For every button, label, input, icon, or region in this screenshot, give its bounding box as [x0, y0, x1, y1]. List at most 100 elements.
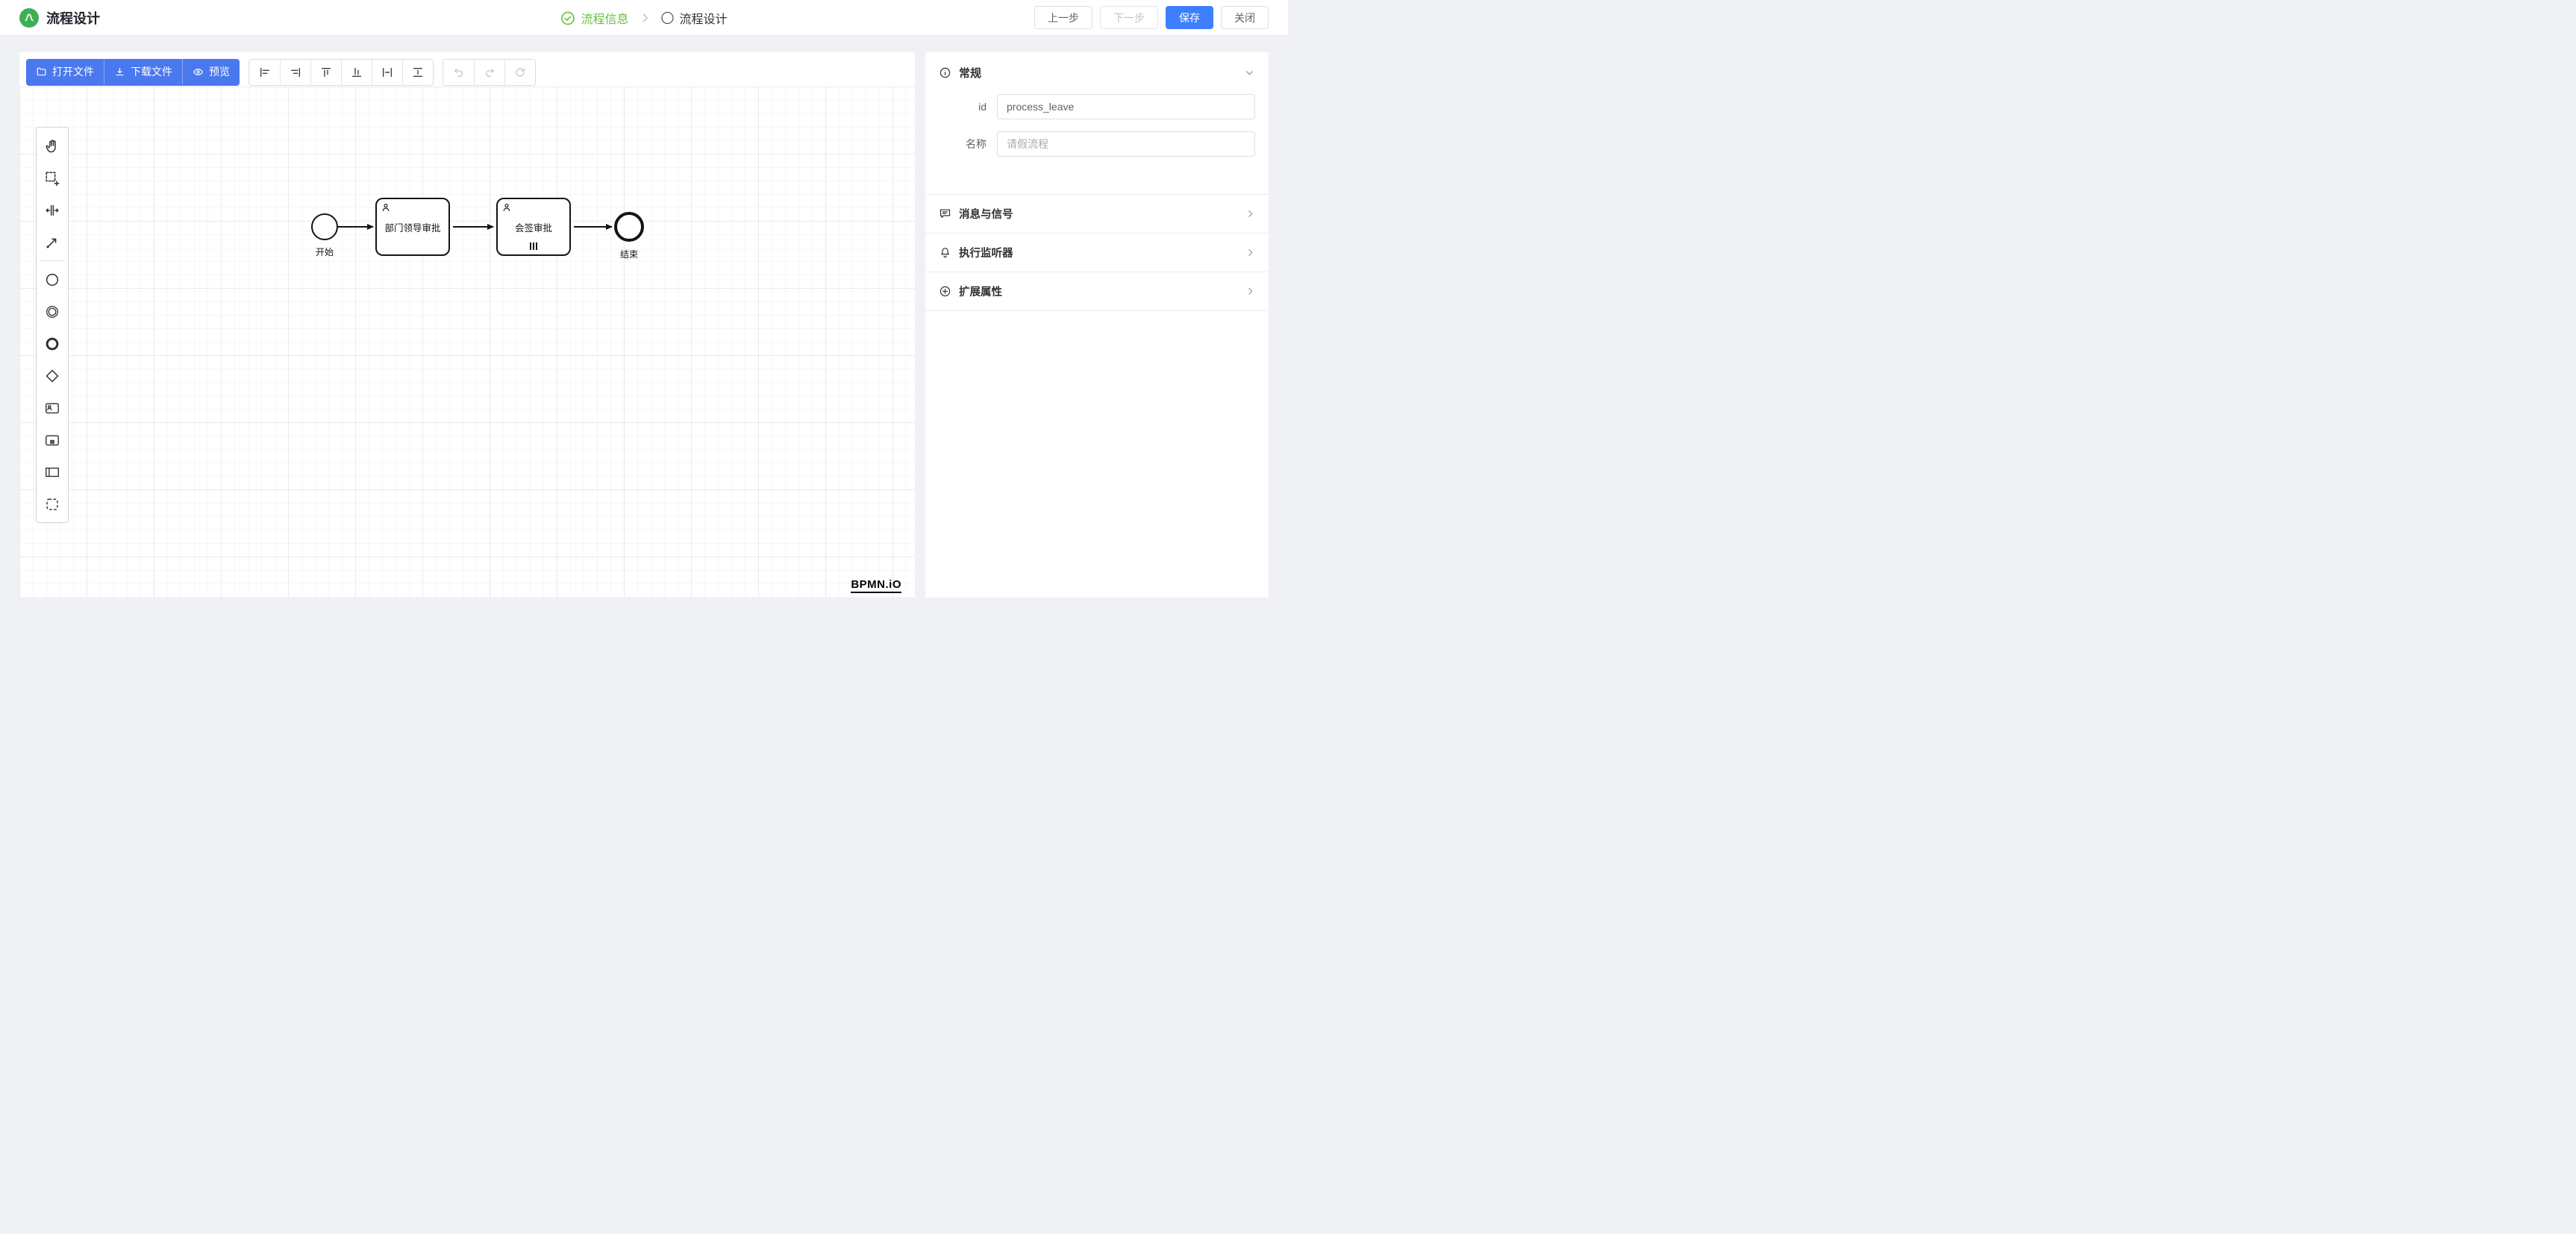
- app-logo-icon: [19, 7, 39, 28]
- next-step-button[interactable]: 下一步: [1100, 6, 1158, 29]
- start-event-label: 开始: [315, 247, 334, 257]
- task-label: 部门领导审批: [384, 222, 441, 234]
- group-icon: [44, 496, 60, 513]
- distribute-horizontal-button[interactable]: [372, 60, 402, 85]
- download-icon: [114, 66, 125, 78]
- plus-circle-icon: [939, 285, 951, 298]
- section-extension-properties[interactable]: 扩展属性: [925, 272, 1269, 311]
- end-event-icon: [44, 336, 60, 352]
- create-user-task[interactable]: [37, 392, 68, 424]
- start-event-node[interactable]: [311, 213, 338, 240]
- end-event-label: 结束: [619, 249, 638, 260]
- open-file-button[interactable]: 打开文件: [26, 59, 104, 84]
- download-file-label: 下载文件: [131, 66, 172, 78]
- header-actions: 上一步 下一步 保存 关闭: [1034, 6, 1269, 29]
- name-label: 名称: [966, 138, 987, 150]
- subprocess-icon: [44, 432, 60, 448]
- panel-sections: 消息与信号 执行监听器: [925, 194, 1269, 311]
- create-start-event[interactable]: [37, 263, 68, 295]
- message-icon: [939, 207, 951, 220]
- space-tool[interactable]: [37, 194, 68, 226]
- prev-step-button[interactable]: 上一步: [1034, 6, 1092, 29]
- canvas-grid: [19, 87, 915, 598]
- create-end-event[interactable]: [37, 328, 68, 360]
- align-left-button[interactable]: [249, 60, 280, 85]
- general-section-title: 常规: [959, 67, 982, 80]
- step-process-design[interactable]: 流程设计: [661, 9, 728, 27]
- lasso-icon: [44, 170, 60, 187]
- create-intermediate-event[interactable]: [37, 295, 68, 328]
- download-file-button[interactable]: 下载文件: [104, 59, 182, 84]
- create-participant[interactable]: [37, 456, 68, 488]
- check-circle-icon: [560, 11, 575, 25]
- name-form-row: 名称: [925, 131, 1269, 157]
- main-content: 打开文件 下载文件: [0, 36, 1288, 617]
- section-execution-listeners[interactable]: 执行监听器: [925, 233, 1269, 272]
- create-gateway[interactable]: [37, 360, 68, 392]
- section-label: 消息与信号: [959, 209, 1013, 221]
- step-process-info[interactable]: 流程信息: [560, 9, 629, 27]
- user-task-icon: [44, 400, 60, 416]
- canvas-toolbar: 打开文件 下载文件: [19, 52, 915, 86]
- align-bottom-button[interactable]: [341, 60, 372, 85]
- id-label: id: [978, 101, 987, 113]
- save-button[interactable]: 保存: [1166, 6, 1213, 29]
- palette-divider: [40, 260, 65, 261]
- parallel-multi-instance-icon: [530, 242, 537, 250]
- undo-icon: [453, 66, 465, 78]
- step-label: 流程信息: [581, 13, 629, 26]
- align-button-group: [248, 59, 434, 86]
- user-task-node[interactable]: 会签审批: [496, 198, 571, 256]
- align-right-button[interactable]: [280, 60, 310, 85]
- brand: 流程设计: [19, 7, 100, 28]
- preview-button[interactable]: 预览: [182, 59, 240, 84]
- connection-icon: [44, 234, 60, 251]
- name-input[interactable]: [997, 131, 1255, 157]
- align-top-button[interactable]: [310, 60, 341, 85]
- general-section-header[interactable]: 常规: [925, 52, 1269, 90]
- app-root: 流程设计 流程信息 流程设计: [0, 0, 1288, 617]
- global-connect-tool[interactable]: [37, 226, 68, 258]
- chevron-right-icon: [640, 12, 651, 24]
- section-messages-signals[interactable]: 消息与信号: [925, 194, 1269, 233]
- wizard-steps: 流程信息 流程设计: [560, 0, 728, 36]
- bell-icon: [939, 246, 951, 259]
- file-button-group: 打开文件 下载文件: [26, 59, 240, 86]
- chevron-right-icon: [1245, 209, 1255, 219]
- distribute-horizontal-icon: [381, 66, 393, 78]
- redo-icon: [484, 66, 495, 78]
- participant-icon: [44, 464, 60, 480]
- create-subprocess[interactable]: [37, 424, 68, 456]
- start-event-icon: [44, 272, 60, 288]
- history-button-group: [443, 59, 536, 86]
- create-group[interactable]: [37, 488, 68, 520]
- preview-label: 预览: [209, 66, 230, 78]
- general-form: id 名称: [925, 90, 1269, 176]
- eye-icon: [193, 66, 204, 78]
- step-label: 流程设计: [679, 13, 728, 26]
- align-top-icon: [320, 66, 332, 78]
- redo-button[interactable]: [474, 60, 504, 85]
- lasso-tool[interactable]: [37, 162, 68, 194]
- align-right-icon: [290, 66, 301, 78]
- bpmn-io-watermark[interactable]: BPMN.iO: [851, 578, 901, 593]
- circle-icon: [661, 12, 674, 24]
- refresh-icon: [514, 66, 526, 78]
- end-event-node[interactable]: [614, 212, 644, 242]
- user-icon: [381, 202, 391, 213]
- bpmn-canvas[interactable]: 打开文件 下载文件: [19, 52, 915, 598]
- gateway-icon: [44, 368, 60, 384]
- info-icon: [939, 66, 951, 79]
- distribute-vertical-button[interactable]: [402, 60, 433, 85]
- refresh-button[interactable]: [504, 60, 535, 85]
- user-task-node[interactable]: 部门领导审批: [375, 198, 450, 256]
- chevron-down-icon: [1244, 67, 1255, 78]
- hand-icon: [44, 138, 60, 154]
- close-button[interactable]: 关闭: [1221, 6, 1269, 29]
- undo-button[interactable]: [443, 60, 474, 85]
- id-form-row: id: [925, 94, 1269, 119]
- id-input[interactable]: [997, 94, 1255, 119]
- top-header: 流程设计 流程信息 流程设计: [0, 0, 1288, 36]
- hand-tool[interactable]: [37, 130, 68, 162]
- chevron-right-icon: [1245, 248, 1255, 257]
